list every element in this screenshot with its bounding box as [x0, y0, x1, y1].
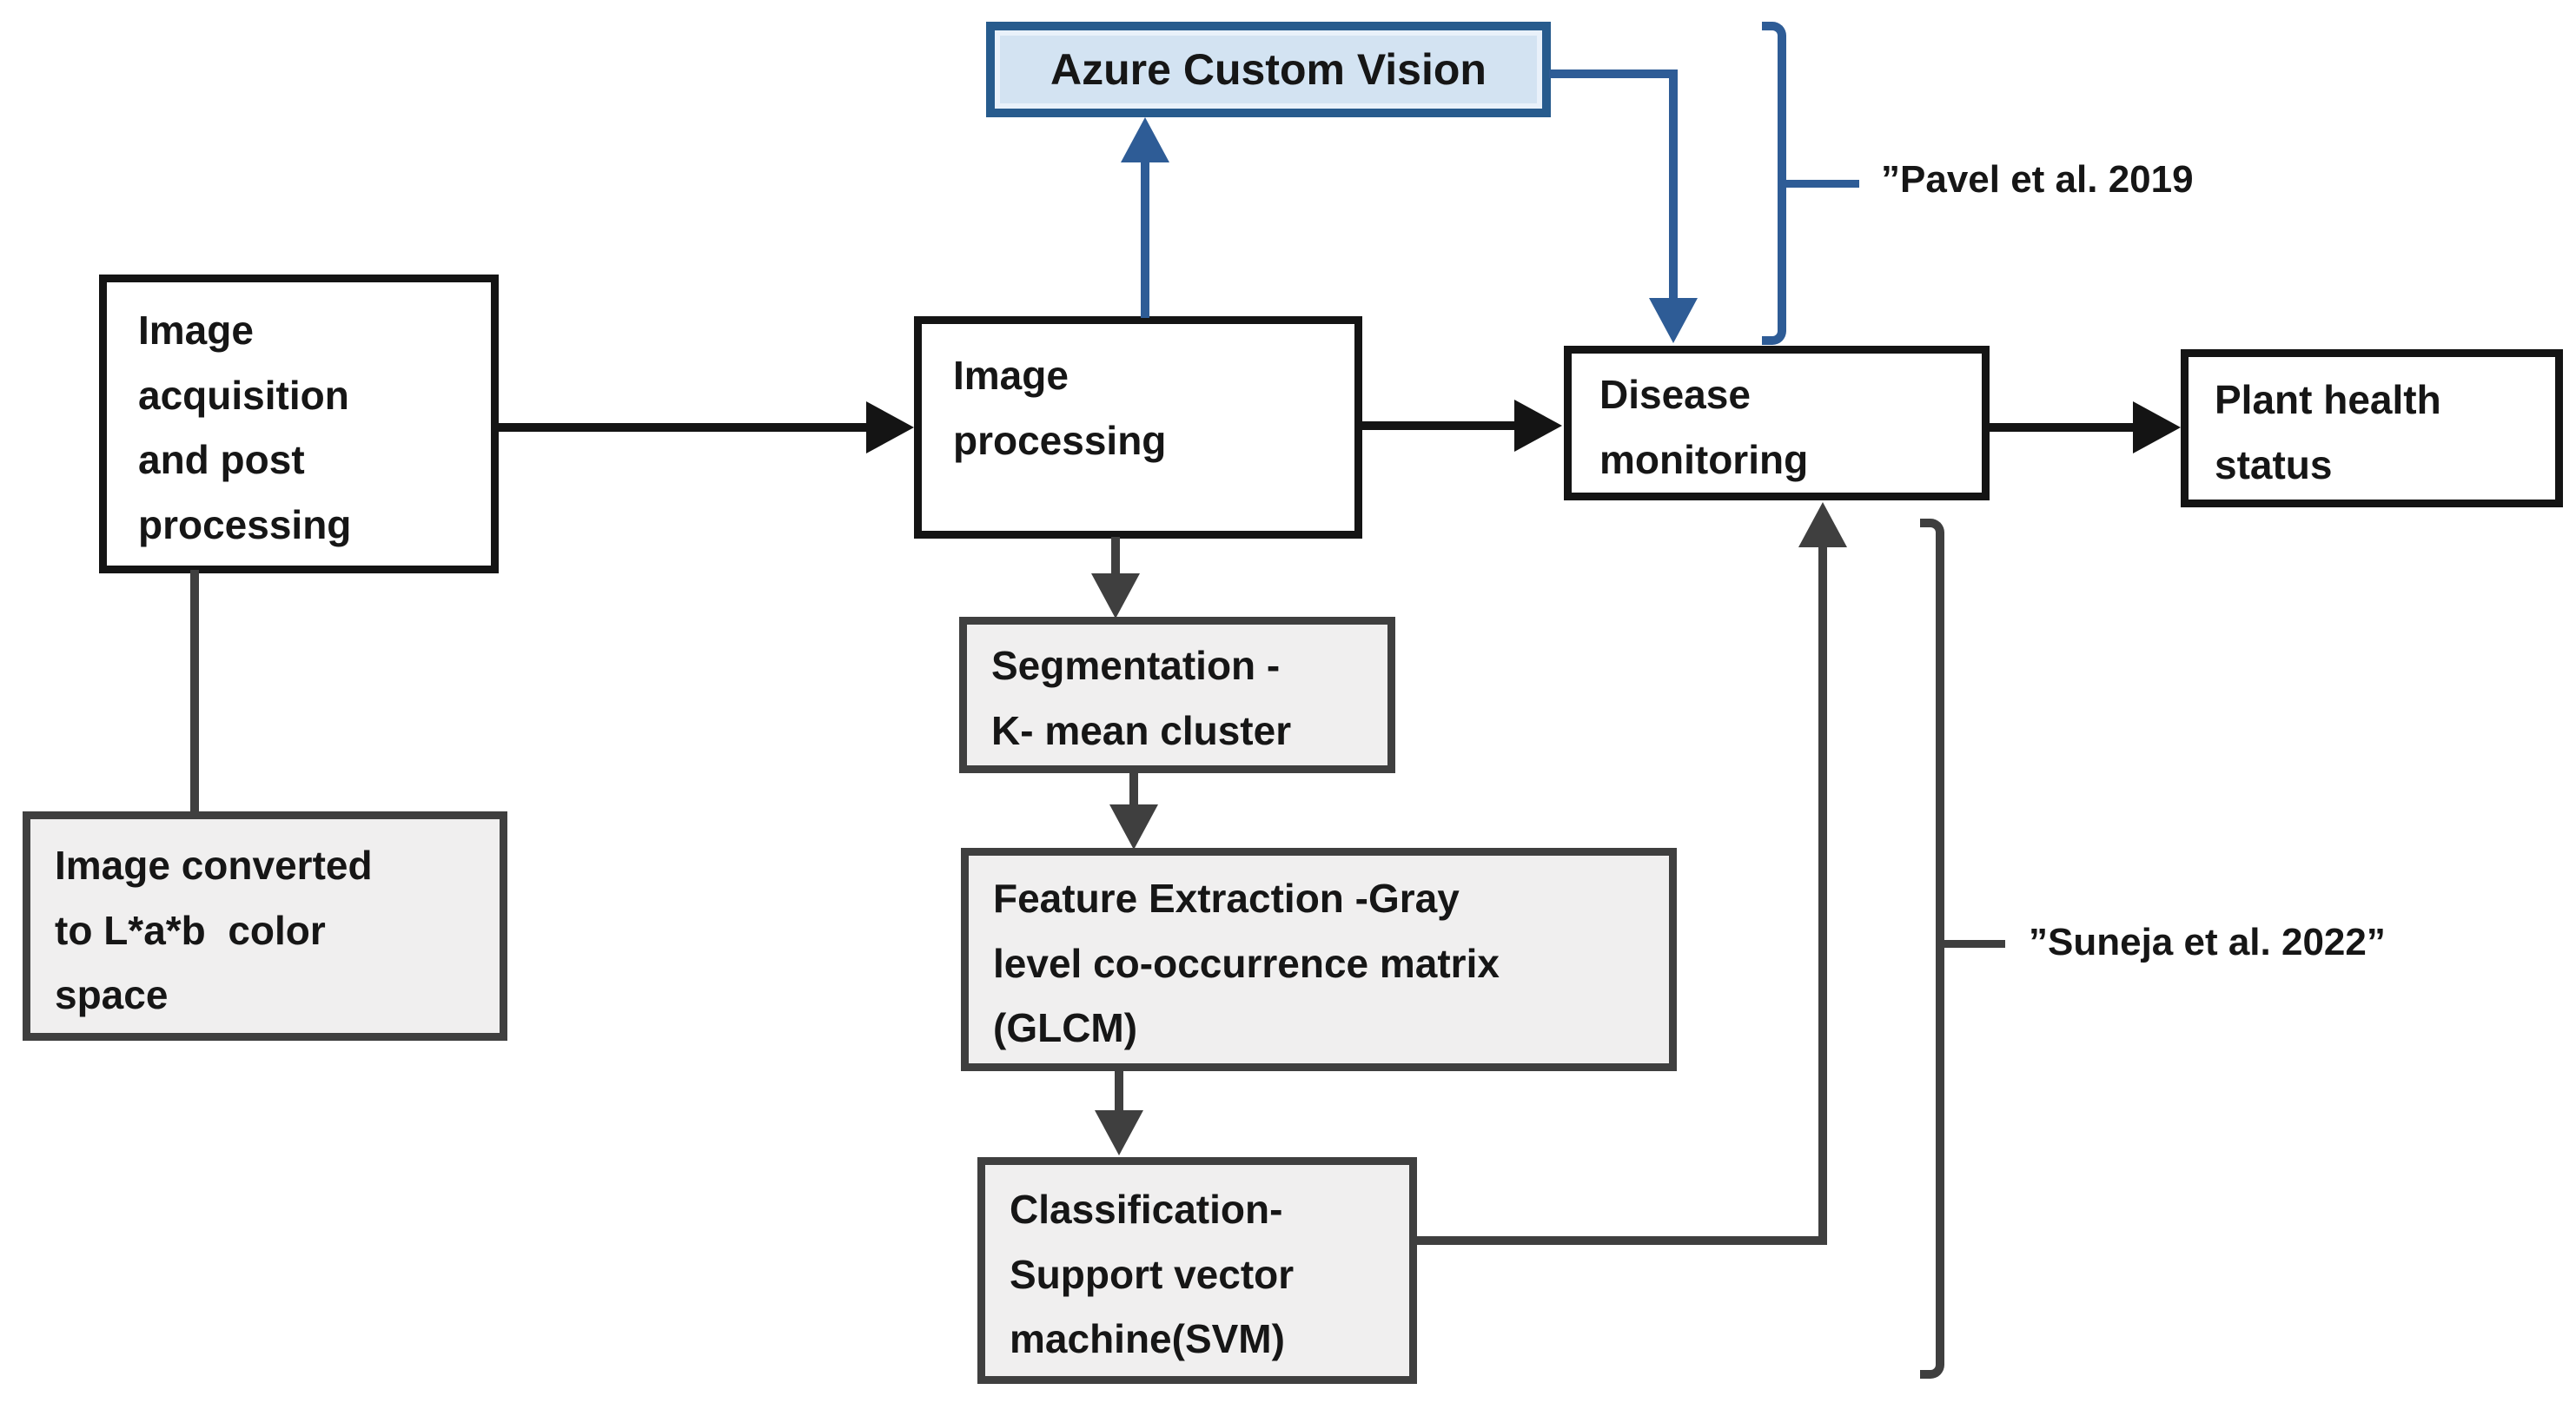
arrow-azure-to-disease-vertical [1669, 69, 1678, 300]
box-lab-color-conversion: Image converted to L*a*b color space [23, 811, 507, 1041]
arrow-processing-to-azure-head [1121, 117, 1169, 162]
arrow-processing-to-segmentation-line [1111, 537, 1120, 577]
arrow-processing-to-azure-line [1141, 161, 1149, 318]
brace-pavel-tick [1786, 180, 1859, 188]
arrow-segmentation-to-feature-line [1129, 771, 1138, 808]
arrow-azure-to-disease-head [1649, 298, 1698, 343]
box-image-acquisition: Image acquisition and post processing [99, 275, 499, 573]
brace-pavel [1762, 22, 1786, 345]
arrow-processing-to-disease-line [1361, 421, 1517, 430]
arrow-classification-to-disease-vertical [1818, 545, 1827, 1245]
citation-suneja: ”Suneja et al. 2022” [2029, 921, 2386, 963]
brace-suneja [1920, 519, 1944, 1379]
arrow-processing-to-segmentation-head [1091, 573, 1140, 619]
arrow-feature-to-classification-head [1095, 1110, 1143, 1155]
arrow-disease-to-plant-line [1988, 423, 2136, 432]
brace-suneja-tick [1944, 940, 2005, 948]
arrow-acquisition-to-processing-head [866, 401, 914, 453]
arrow-azure-to-disease-horizontal [1549, 69, 1678, 78]
arrow-classification-to-disease-horizontal [1415, 1236, 1827, 1245]
arrow-segmentation-to-feature-head [1109, 804, 1158, 850]
box-plant-health-status: Plant health status [2181, 349, 2563, 507]
citation-pavel: ”Pavel et al. 2019 [1881, 158, 2194, 201]
box-image-processing: Image processing [914, 316, 1362, 539]
connector-acquisition-to-lab [190, 570, 199, 815]
arrow-disease-to-plant-head [2133, 401, 2181, 453]
box-classification-svm: Classification- Support vector machine(S… [977, 1157, 1417, 1384]
arrow-classification-to-disease-head [1798, 502, 1847, 547]
arrow-processing-to-disease-head [1514, 400, 1562, 452]
box-azure-custom-vision: Azure Custom Vision [986, 22, 1551, 117]
box-feature-extraction: Feature Extraction -Gray level co-occurr… [961, 848, 1677, 1071]
arrow-feature-to-classification-line [1115, 1069, 1123, 1113]
box-segmentation: Segmentation - K- mean cluster [959, 617, 1395, 773]
box-disease-monitoring: Disease monitoring [1564, 346, 1990, 500]
arrow-acquisition-to-processing-line [495, 423, 871, 432]
